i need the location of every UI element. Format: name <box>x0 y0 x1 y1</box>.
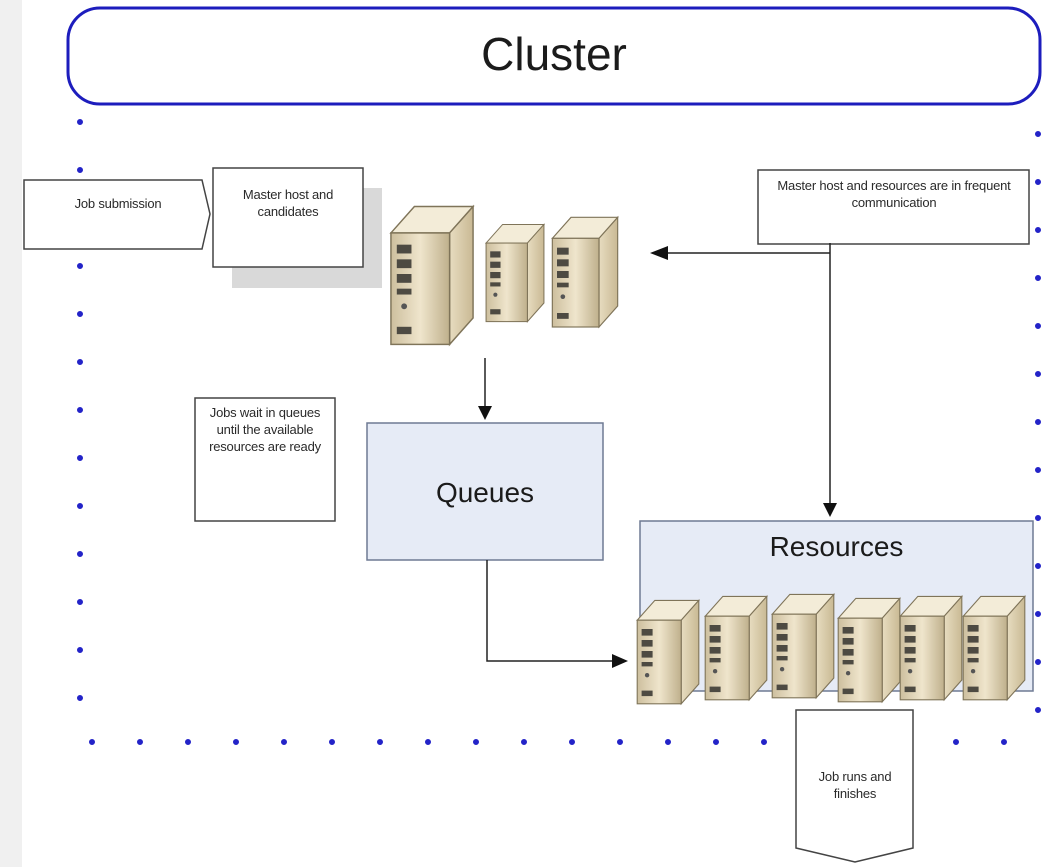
master-candidates-box <box>212 167 364 268</box>
page-margin <box>0 0 22 867</box>
arrowhead-resources-in <box>612 654 628 668</box>
connector-queues-to-resources <box>486 560 612 662</box>
master-candidates-label: Master host and candidates <box>242 187 334 219</box>
job-runs-shape <box>795 709 914 863</box>
server-icon <box>962 595 1026 701</box>
jobs-wait-label: Jobs wait in queues until the available … <box>209 405 321 454</box>
master-resources-comm-label: Master host and resources are in frequen… <box>777 178 1011 210</box>
cluster-title-frame <box>66 6 1042 106</box>
server-icon <box>771 593 835 699</box>
job-runs-label: Job runs and finishes <box>818 769 892 801</box>
master-resources-comm-box <box>757 169 1030 245</box>
server-icon <box>636 599 700 705</box>
cluster-title: Cluster <box>481 28 627 80</box>
master-server-group <box>390 205 619 346</box>
server-icon <box>551 216 619 328</box>
queues-box <box>366 422 604 561</box>
server-icon <box>390 205 474 346</box>
arrowhead-master <box>650 246 668 260</box>
job-submission-label: Job submission <box>74 196 162 211</box>
arrowhead-resources <box>823 503 837 517</box>
jobs-wait-box <box>194 397 336 522</box>
server-icon <box>704 595 768 701</box>
queues-label: Queues <box>435 477 535 508</box>
server-icon <box>485 223 545 323</box>
arrowhead-queues <box>478 406 492 420</box>
job-submission-shape <box>23 179 211 250</box>
resources-label: Resources <box>769 531 904 562</box>
server-icon <box>837 597 901 703</box>
server-icon <box>899 595 963 701</box>
